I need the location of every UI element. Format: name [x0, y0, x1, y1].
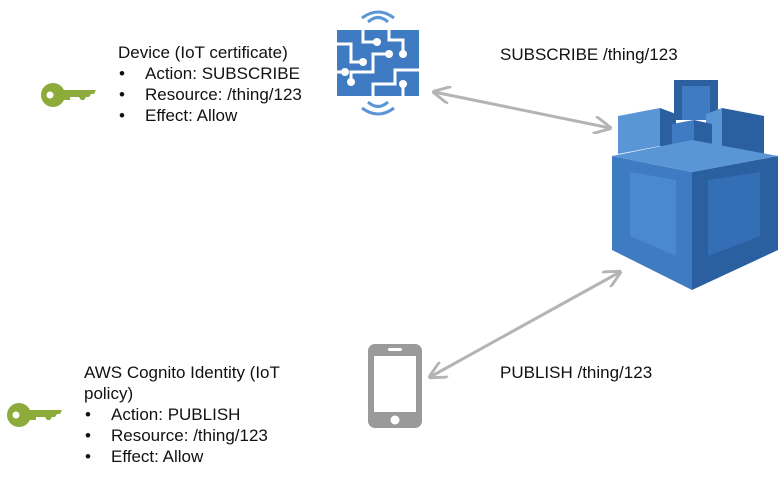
device-title: Device (IoT certificate) — [118, 43, 288, 62]
cognito-policy-block: AWS Cognito Identity (IoT policy) Action… — [84, 362, 280, 467]
mobile-phone-icon — [366, 342, 424, 430]
device-bullets: Action: SUBSCRIBE Resource: /thing/123 E… — [118, 63, 302, 126]
device-policy-block: Device (IoT certificate) Action: SUBSCRI… — [118, 42, 302, 126]
publish-arrow — [430, 272, 620, 377]
device-resource: Resource: /thing/123 — [118, 84, 302, 105]
subscribe-arrow — [434, 92, 610, 128]
cognito-effect: Effect: Allow — [84, 446, 280, 467]
key-icon — [40, 80, 98, 110]
device-effect: Effect: Allow — [118, 105, 302, 126]
cognito-action: Action: PUBLISH — [84, 404, 280, 425]
publish-label: PUBLISH /thing/123 — [500, 363, 653, 382]
cognito-bullets: Action: PUBLISH Resource: /thing/123 Eff… — [84, 404, 280, 467]
cognito-title-line2: policy) — [84, 384, 134, 403]
cognito-resource: Resource: /thing/123 — [84, 425, 280, 446]
aws-iot-castle-icon — [606, 80, 778, 290]
device-action: Action: SUBSCRIBE — [118, 63, 302, 84]
cognito-title-line1: AWS Cognito Identity (IoT — [84, 363, 280, 382]
key-icon — [6, 400, 64, 430]
iot-device-icon — [333, 10, 423, 118]
subscribe-label: SUBSCRIBE /thing/123 — [500, 45, 678, 64]
